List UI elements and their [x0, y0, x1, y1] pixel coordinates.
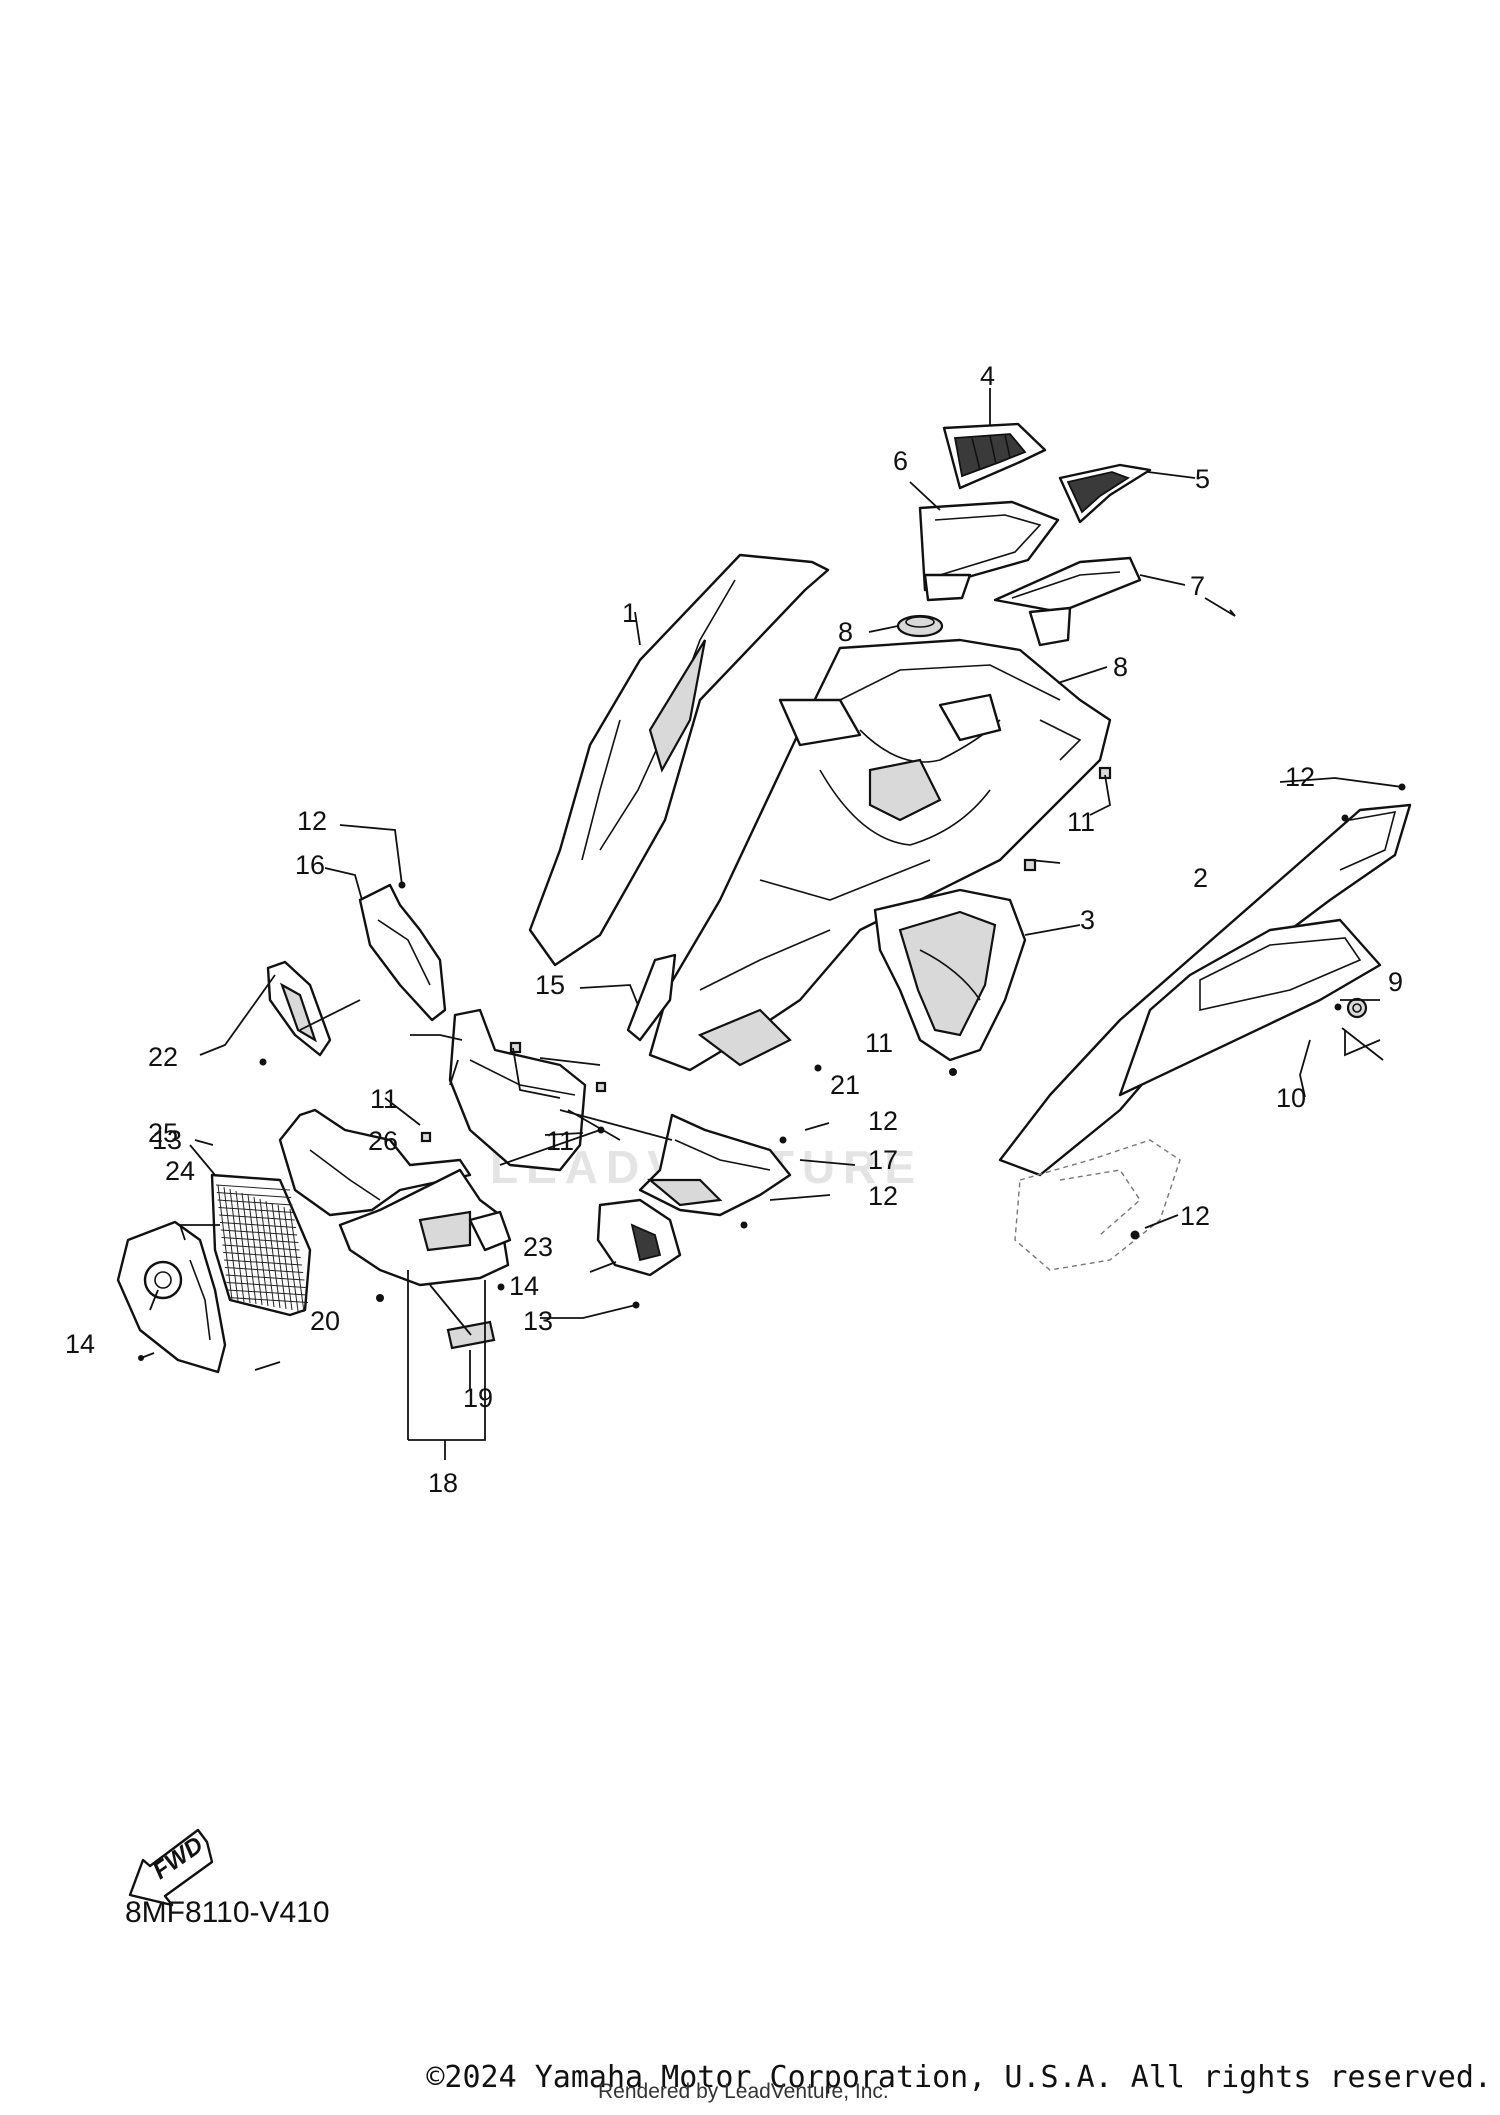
callout-19: 19	[463, 1383, 493, 1413]
callout-17: 17	[868, 1145, 898, 1175]
callout-13-center: 13	[523, 1306, 553, 1336]
part-22-inner-cover	[266, 960, 332, 1057]
copyright-notice: ©2024 Yamaha Motor Corporation, U.S.A. A…	[426, 2060, 1492, 2095]
callout-23: 23	[523, 1232, 553, 1262]
callout-labels: 4 6 5 7 8 8 1 12 2 3 11 9 10 12 12 16 22…	[65, 361, 1403, 1498]
callout-12-lower-right: 12	[1180, 1201, 1210, 1231]
part-3-front-scoop	[873, 888, 1027, 1062]
callout-12-upper-right: 12	[1285, 762, 1315, 792]
callout-4: 4	[980, 361, 995, 391]
callout-11-center: 11	[865, 1028, 893, 1058]
rendered-by-credit: Rendered by LeadVenture, Inc.	[598, 2080, 889, 2103]
callout-1: 1	[622, 598, 637, 628]
part-1-left-side-panel	[528, 553, 830, 967]
callout-8-upper: 8	[838, 617, 853, 647]
part-16-mount-bracket	[358, 883, 447, 1022]
callout-24: 24	[165, 1156, 195, 1186]
callout-2: 2	[1193, 863, 1208, 893]
part-6-duct-upper	[918, 500, 1060, 602]
part-15-bracket	[626, 953, 677, 1042]
callout-16: 16	[295, 850, 325, 880]
callout-11-right: 11	[1067, 807, 1095, 837]
part-7-duct-right	[993, 556, 1142, 647]
callout-11-left-mid: 11	[546, 1126, 574, 1156]
callout-22: 22	[148, 1042, 178, 1072]
callout-15: 15	[535, 970, 565, 1000]
callout-12-center-lower: 12	[868, 1181, 898, 1211]
main-body-hood	[648, 638, 1112, 1072]
diagram-code: 8MF8110-V410	[125, 1896, 330, 1929]
callout-10: 10	[1276, 1083, 1306, 1113]
part-18-lower-fairing	[278, 1108, 512, 1287]
callout-21: 21	[830, 1070, 860, 1100]
callout-12-center: 12	[868, 1106, 898, 1136]
callout-7: 7	[1190, 571, 1205, 601]
leader-lines	[140, 388, 1403, 1460]
callout-14-center: 14	[509, 1271, 539, 1301]
callout-6: 6	[893, 446, 908, 476]
part-9-grommet	[1346, 997, 1368, 1019]
part-25-mesh-grille	[210, 1173, 312, 1317]
part-5-vent-grille	[1058, 463, 1152, 524]
callout-14-left: 14	[65, 1329, 95, 1359]
callout-8-lower: 8	[1113, 652, 1128, 682]
callout-3: 3	[1080, 905, 1095, 935]
callout-5: 5	[1195, 464, 1210, 494]
callout-20: 20	[310, 1306, 340, 1336]
part-17-lower-bracket	[638, 1113, 792, 1217]
part-2-right-side-panel	[998, 803, 1412, 1271]
forward-arrow-icon: FWD	[128, 1828, 214, 1907]
callout-12-left: 12	[297, 806, 327, 836]
callout-18: 18	[428, 1468, 458, 1498]
callout-11-left: 11	[370, 1084, 398, 1114]
callout-26: 26	[368, 1126, 398, 1156]
part-8-grommet-left	[896, 614, 944, 638]
part-4-vent-grille	[942, 422, 1047, 490]
callout-25: 25	[148, 1118, 178, 1148]
part-24-duct-cover	[116, 1220, 227, 1374]
callout-9: 9	[1388, 967, 1403, 997]
part-23-mesh-cover	[596, 1198, 682, 1277]
callout-13-left: 13	[152, 1125, 182, 1155]
